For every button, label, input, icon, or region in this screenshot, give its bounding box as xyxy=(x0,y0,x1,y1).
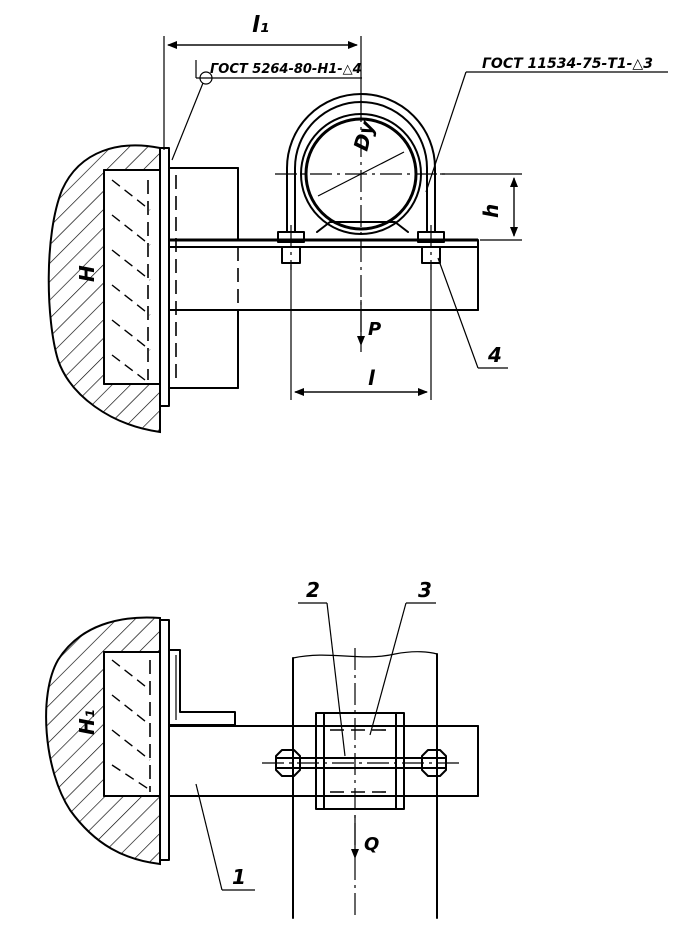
console-beam-top xyxy=(168,167,479,389)
callout-3: 3 xyxy=(418,578,432,602)
label-h: h xyxy=(479,204,503,218)
dimension-h: h xyxy=(440,173,522,241)
wall-plate-top xyxy=(159,147,170,407)
callout-1: 1 xyxy=(232,865,246,889)
label-H1: H₁ xyxy=(75,710,99,736)
wall-section-top xyxy=(47,144,161,434)
clamp-pads xyxy=(315,712,405,810)
gost-clamp-label: ГОСТ 11534-75-Т1-△3 xyxy=(482,56,653,72)
dimension-l1: l₁ xyxy=(163,13,362,150)
pipe-plan xyxy=(292,651,438,919)
label-H: H xyxy=(75,265,99,282)
callout-4: 4 xyxy=(487,343,502,367)
u-bolt xyxy=(275,749,447,777)
wall-plate-bottom xyxy=(159,619,170,861)
weld-note: ГОСТ 5264-80-Н1-△4 xyxy=(171,60,362,161)
label-l1: l₁ xyxy=(252,13,269,38)
gost-weld-label: ГОСТ 5264-80-Н1-△4 xyxy=(210,62,362,77)
bottom-view: H₁ xyxy=(45,578,479,920)
label-l: l xyxy=(368,366,376,390)
clamp-note: ГОСТ 11534-75-Т1-△3 xyxy=(425,56,668,193)
top-view: H xyxy=(47,13,668,434)
callout-2: 2 xyxy=(306,578,320,602)
label-Q: Q xyxy=(364,834,379,855)
wall-section-bottom xyxy=(45,616,161,866)
label-P: P xyxy=(368,319,381,340)
dimension-l: l xyxy=(290,265,432,400)
label-Dy: Dу xyxy=(349,118,380,154)
